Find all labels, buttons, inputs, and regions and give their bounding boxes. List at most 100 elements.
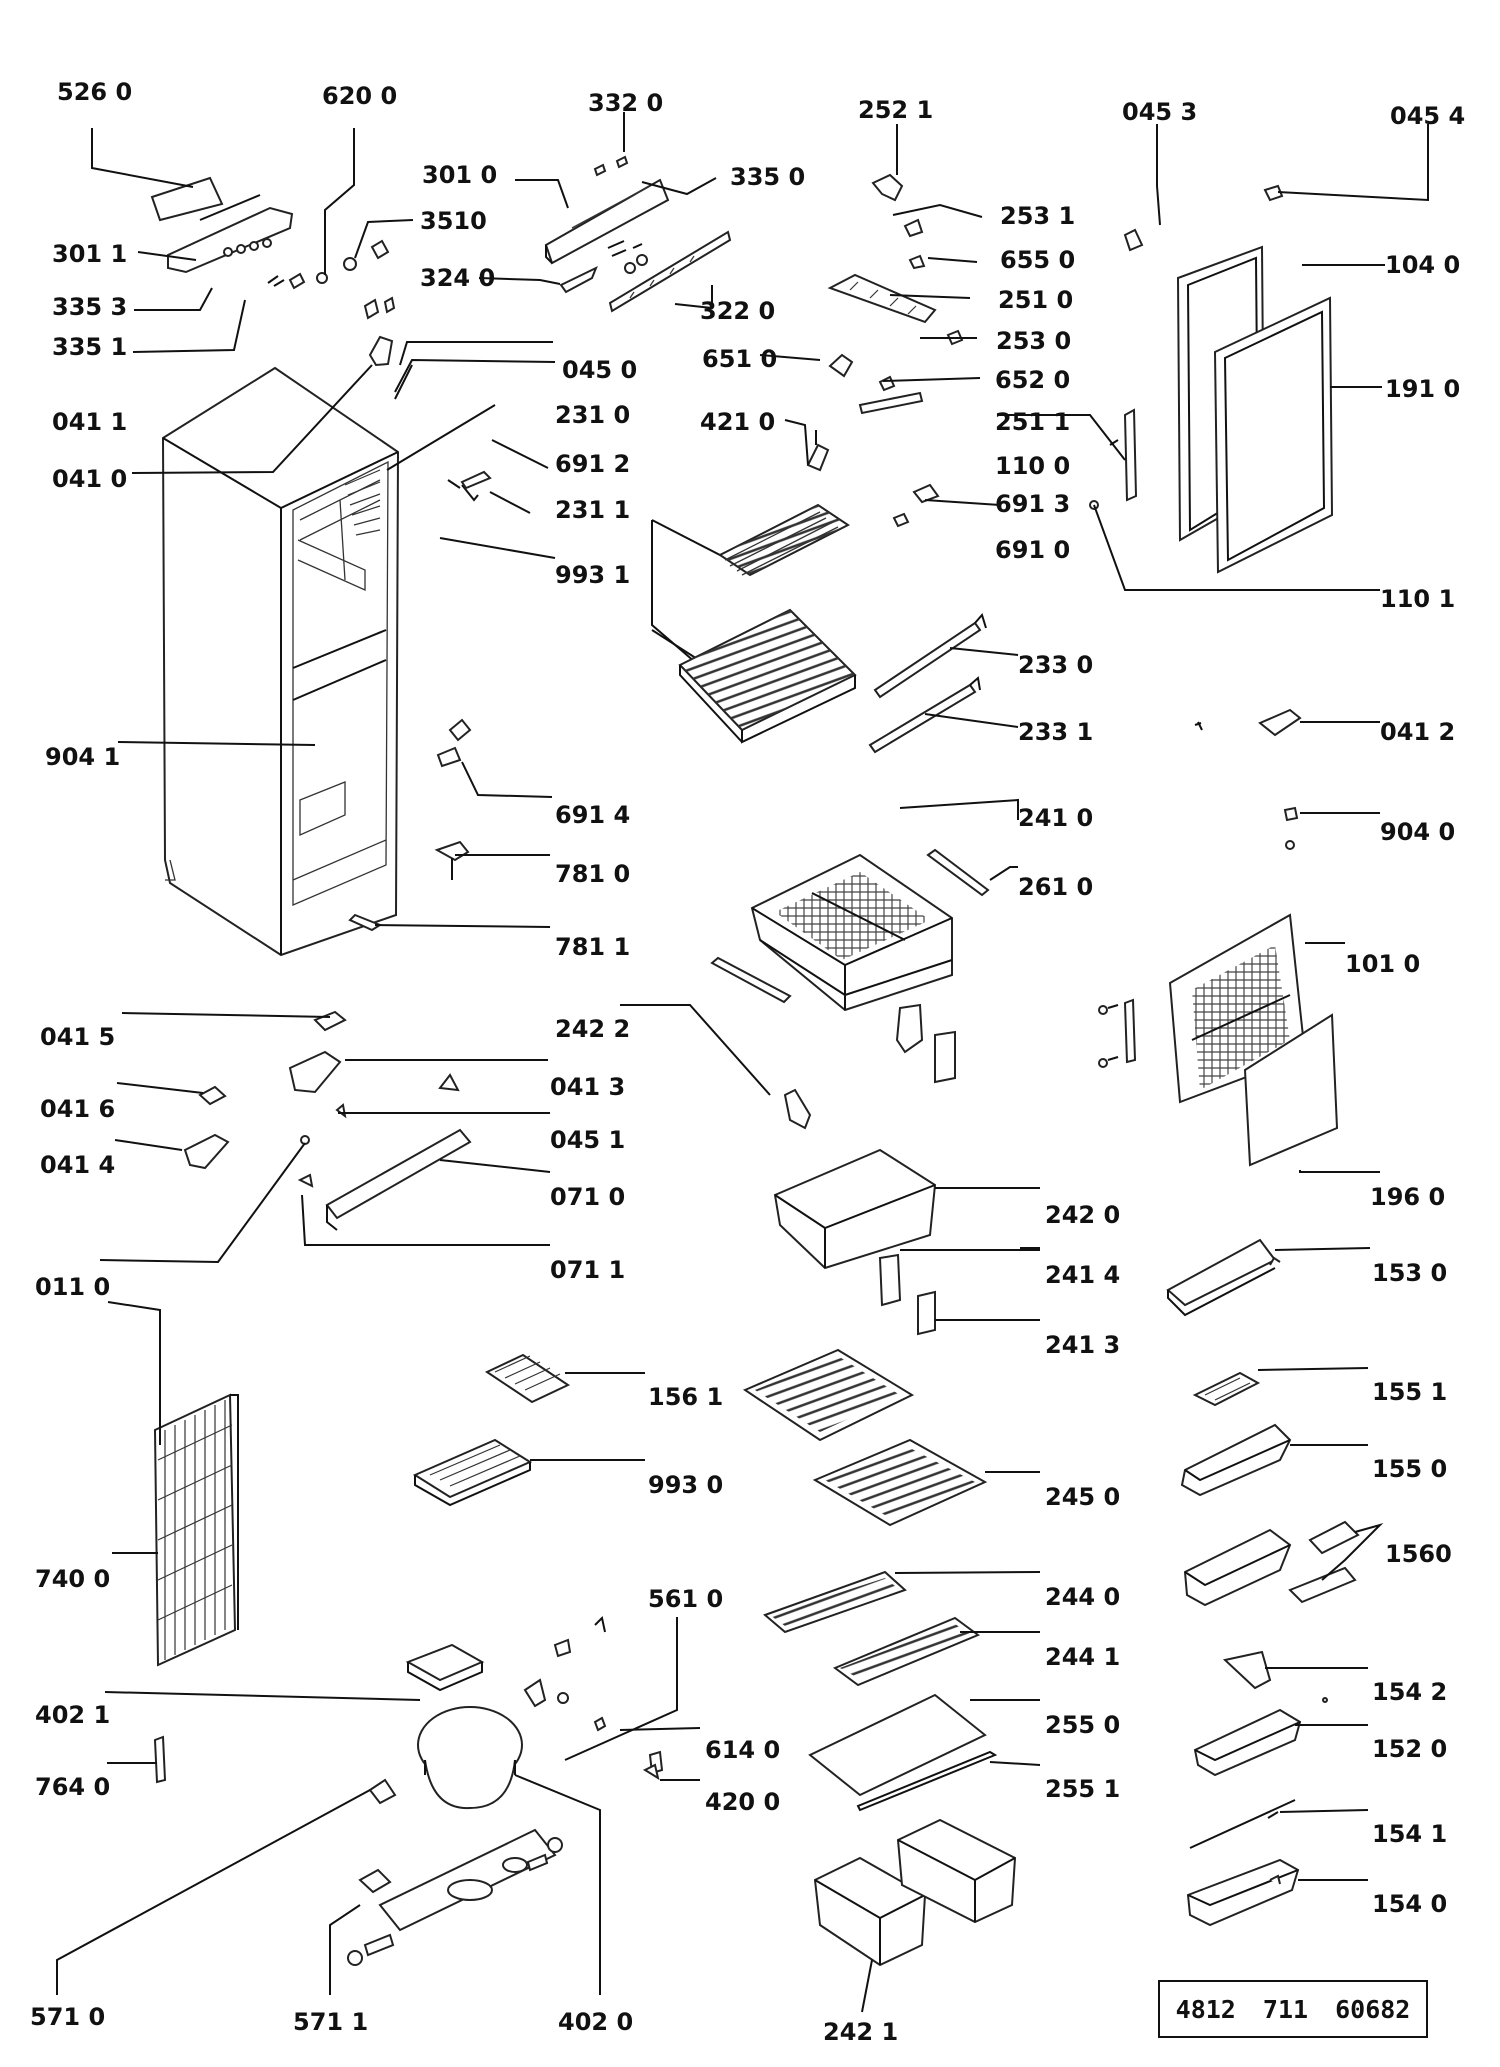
- freezer-evaporator-illustration: [651, 503, 857, 744]
- callout-691-4: 691 4: [555, 801, 630, 829]
- callout-255-1: 255 1: [1045, 1775, 1120, 1803]
- callout-335-3: 335 3: [52, 293, 127, 321]
- freezer-flap-illustration: [1098, 913, 1339, 1167]
- callout-191-0: 191 0: [1385, 375, 1460, 403]
- callout-231-1: 231 1: [555, 496, 630, 524]
- bottom-bins-illustration: [813, 1818, 1017, 1967]
- callout-620-0: 620 0: [322, 82, 397, 110]
- rail-bars-illustration: [868, 612, 987, 754]
- callout-571-1: 571 1: [293, 2008, 368, 2036]
- glass-shelves-illustration: [742, 1348, 998, 1812]
- callout-251-1: 251 1: [995, 408, 1070, 436]
- callout-011-0: 011 0: [35, 1273, 110, 1301]
- callout-241-3: 241 3: [1045, 1331, 1120, 1359]
- callout-655-0: 655 0: [1000, 246, 1075, 274]
- callout-231-0: 231 0: [555, 401, 630, 429]
- callout-233-0: 233 0: [1018, 651, 1093, 679]
- callout-526-0: 526 0: [57, 78, 132, 106]
- callout-196-0: 196 0: [1370, 1183, 1445, 1211]
- callout-155-0: 155 0: [1372, 1455, 1447, 1483]
- callout-420-0: 420 0: [705, 1788, 780, 1816]
- callout-255-0: 255 0: [1045, 1711, 1120, 1739]
- callout-322-0: 322 0: [700, 297, 775, 325]
- callout-154-0: 154 0: [1372, 1890, 1447, 1918]
- callout-245-0: 245 0: [1045, 1483, 1120, 1511]
- callout-045-3: 045 3: [1122, 98, 1197, 126]
- callout-155-1: 155 1: [1372, 1378, 1447, 1406]
- callout-740-0: 740 0: [35, 1565, 110, 1593]
- callout-253-1: 253 1: [1000, 202, 1075, 230]
- callout-571-0: 571 0: [30, 2003, 105, 2031]
- callout-101-0: 101 0: [1345, 950, 1420, 978]
- callout-332-0: 332 0: [588, 89, 663, 117]
- callout-041-0: 041 0: [52, 465, 127, 493]
- callout-156-1: 156 1: [648, 1383, 723, 1411]
- callout-993-0: 993 0: [648, 1471, 723, 1499]
- callout-152-0: 152 0: [1372, 1735, 1447, 1763]
- callout-904-1: 904 1: [45, 743, 120, 771]
- left-small-parts-illustration: [183, 718, 472, 1231]
- part-illustrations: [150, 112, 1360, 1967]
- callout-153-0: 153 0: [1372, 1259, 1447, 1287]
- callout-261-0: 261 0: [1018, 873, 1093, 901]
- callout-242-1: 242 1: [823, 2018, 898, 2046]
- callout-041-4: 041 4: [40, 1151, 115, 1179]
- control-strip-illustration: [544, 112, 732, 313]
- callout-335-1: 335 1: [52, 333, 127, 361]
- callout-335-0: 335 0: [730, 163, 805, 191]
- callout-781-0: 781 0: [555, 860, 630, 888]
- callout-561-0: 561 0: [648, 1585, 723, 1613]
- callout-154-1: 154 1: [1372, 1820, 1447, 1848]
- ice-trays-illustration: [412, 1353, 571, 1507]
- callout-251-0: 251 0: [998, 286, 1073, 314]
- compressor-illustration: [153, 1615, 664, 1966]
- door-bins-illustration: [1180, 708, 1360, 1927]
- callout-045-0: 045 0: [562, 356, 637, 384]
- callout-253-0: 253 0: [996, 327, 1071, 355]
- drawing-number-box: 4812 711 60682: [1158, 1980, 1428, 2038]
- callout-041-5: 041 5: [40, 1023, 115, 1051]
- callout-071-0: 071 0: [550, 1183, 625, 1211]
- callout-301-0: 301 0: [422, 161, 497, 189]
- callout-252-1: 252 1: [858, 96, 933, 124]
- callout-104-0: 104 0: [1385, 251, 1460, 279]
- callout-244-1: 244 1: [1045, 1643, 1120, 1671]
- top-console-illustration: [150, 176, 396, 367]
- callout-045-4: 045 4: [1390, 102, 1465, 130]
- callout-154-2: 154 2: [1372, 1678, 1447, 1706]
- callout-904-0: 904 0: [1380, 818, 1455, 846]
- callout-110-0: 110 0: [995, 452, 1070, 480]
- cabinet-illustration: [161, 366, 400, 957]
- callout-110-1: 110 1: [1380, 585, 1455, 613]
- callout-241-4: 241 4: [1045, 1261, 1120, 1289]
- callout-242-2: 242 2: [555, 1015, 630, 1043]
- callout-691-3: 691 3: [995, 490, 1070, 518]
- callout-614-0: 614 0: [705, 1736, 780, 1764]
- callout-041-1: 041 1: [52, 408, 127, 436]
- callout-324-0: 324 0: [420, 264, 495, 292]
- callout-301-1: 301 1: [52, 240, 127, 268]
- callout-233-1: 233 1: [1018, 718, 1093, 746]
- callout-993-1: 993 1: [555, 561, 630, 589]
- callout-242-0: 242 0: [1045, 1201, 1120, 1229]
- callout-3510: 3510: [420, 207, 487, 235]
- callout-421-0: 421 0: [700, 408, 775, 436]
- leader-lines: [56, 124, 1429, 2013]
- callout-691-0: 691 0: [995, 536, 1070, 564]
- callout-764-0: 764 0: [35, 1773, 110, 1801]
- callout-045-1: 045 1: [550, 1126, 625, 1154]
- callout-041-6: 041 6: [40, 1095, 115, 1123]
- callout-402-0: 402 0: [558, 2008, 633, 2036]
- crisper-drawer-illustration: [710, 848, 990, 1084]
- callout-labels: 526 0 620 0 332 0 252 1 045 3 045 4 301 …: [30, 78, 1465, 2046]
- callout-781-1: 781 1: [555, 933, 630, 961]
- callout-691-2: 691 2: [555, 450, 630, 478]
- callout-651-0: 651 0: [702, 345, 777, 373]
- callout-1560: 1560: [1385, 1540, 1452, 1568]
- freezer-door-illustration: [1089, 184, 1334, 574]
- callout-041-3: 041 3: [550, 1073, 625, 1101]
- callout-652-0: 652 0: [995, 366, 1070, 394]
- callout-241-0: 241 0: [1018, 804, 1093, 832]
